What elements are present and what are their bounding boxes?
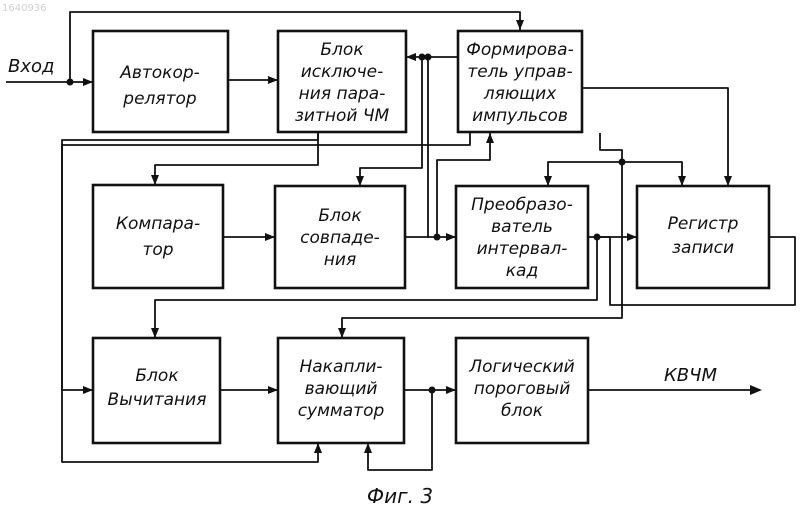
parasitic-fm-exclusion-block: Блок исключе- ния пара- зитной ЧМ: [278, 31, 406, 132]
block-label-line: Блок: [135, 366, 179, 386]
block-label-line: Регистр: [668, 214, 739, 234]
arrowhead: [446, 386, 456, 394]
arrowhead: [314, 443, 322, 453]
block-label-line: Автокор-: [119, 63, 200, 83]
arrowhead: [338, 328, 346, 338]
block-label-line: ляющих: [483, 84, 557, 104]
block-label-line: вающий: [305, 379, 378, 399]
former-junction: [619, 159, 626, 166]
arrowhead: [364, 443, 372, 453]
accumulator-junction: [429, 387, 436, 394]
arrowhead: [446, 233, 456, 241]
former-to-converter-wire: [548, 162, 622, 186]
block-label-line: пороговый: [474, 379, 571, 399]
block-label-line: зитной ЧМ: [295, 106, 390, 126]
arrowhead: [627, 233, 637, 241]
figure-caption: Фиг. 3: [367, 484, 433, 508]
arrowhead: [678, 176, 686, 186]
block-label-line: исключе-: [301, 62, 383, 82]
block-label-line: Логический: [468, 357, 574, 377]
block-label-line: Формирова-: [466, 40, 573, 60]
block-label-line: сумматор: [298, 401, 385, 421]
arrowhead: [406, 53, 416, 61]
block-label-line: Вычитания: [108, 390, 207, 410]
block-label-line: совпаде-: [300, 228, 380, 248]
block-label-line: записи: [672, 238, 734, 258]
accumulating-adder-block: Накапли- вающий сумматор: [278, 338, 404, 443]
watermark-text: 1640936: [2, 3, 47, 14]
block-label-line: Блок: [320, 40, 364, 60]
link-junction-b: [425, 54, 432, 61]
arrowhead: [750, 385, 762, 395]
output-label: КВЧМ: [664, 365, 717, 386]
control-pulse-former-block: Формирова- тель управ- ляющих импульсов: [458, 31, 582, 132]
arrowhead: [268, 386, 278, 394]
autocorrelator-block: Автокор- релятор: [93, 31, 228, 132]
block-label-line: релятор: [122, 89, 197, 109]
converter-junction: [594, 234, 601, 241]
block-label-line: ватель: [491, 217, 553, 237]
comparator-block: Компара- тор: [93, 185, 223, 288]
write-register-block: Регистр записи: [637, 186, 769, 288]
block-label-line: тель управ-: [467, 62, 572, 82]
block-label-line: Компара-: [116, 214, 200, 234]
block-label-line: Блок: [318, 206, 362, 226]
coincidence-junction: [434, 234, 441, 241]
coincidence-block: Блок совпаде- ния: [275, 186, 405, 288]
block-label-line: ния: [324, 250, 356, 270]
arrowhead: [265, 233, 275, 241]
block-label-line: импульсов: [472, 106, 568, 126]
arrowhead: [151, 175, 159, 185]
subtraction-block: Блок Вычитания: [93, 338, 220, 443]
arrowhead: [356, 176, 364, 186]
arrowhead: [486, 133, 494, 143]
former-bottom-wire: [600, 133, 682, 186]
block-label-line: Накапли-: [299, 357, 382, 377]
input-junction: [67, 79, 74, 86]
arrowhead: [724, 176, 732, 186]
block-label-line: кад: [506, 261, 538, 281]
arrowhead: [516, 20, 524, 30]
block-label-line: тор: [142, 240, 173, 260]
arrowhead: [83, 386, 93, 394]
block-label-line: Преобразо-: [471, 195, 573, 215]
link-junction-a: [419, 54, 426, 61]
arrowhead: [544, 176, 552, 186]
block-label-line: блок: [501, 401, 544, 421]
logic-threshold-block: Логический пороговый блок: [456, 338, 588, 443]
interval-converter-block: Преобразо- ватель интервал- кад: [456, 186, 588, 288]
block-label-line: интервал-: [477, 239, 568, 259]
former-to-register-wire: [582, 88, 728, 186]
arrowhead: [151, 328, 159, 338]
arrowhead: [268, 76, 278, 84]
input-label: Вход: [8, 56, 54, 77]
block-label-line: ния пара-: [299, 84, 386, 104]
arrowhead: [83, 78, 93, 86]
